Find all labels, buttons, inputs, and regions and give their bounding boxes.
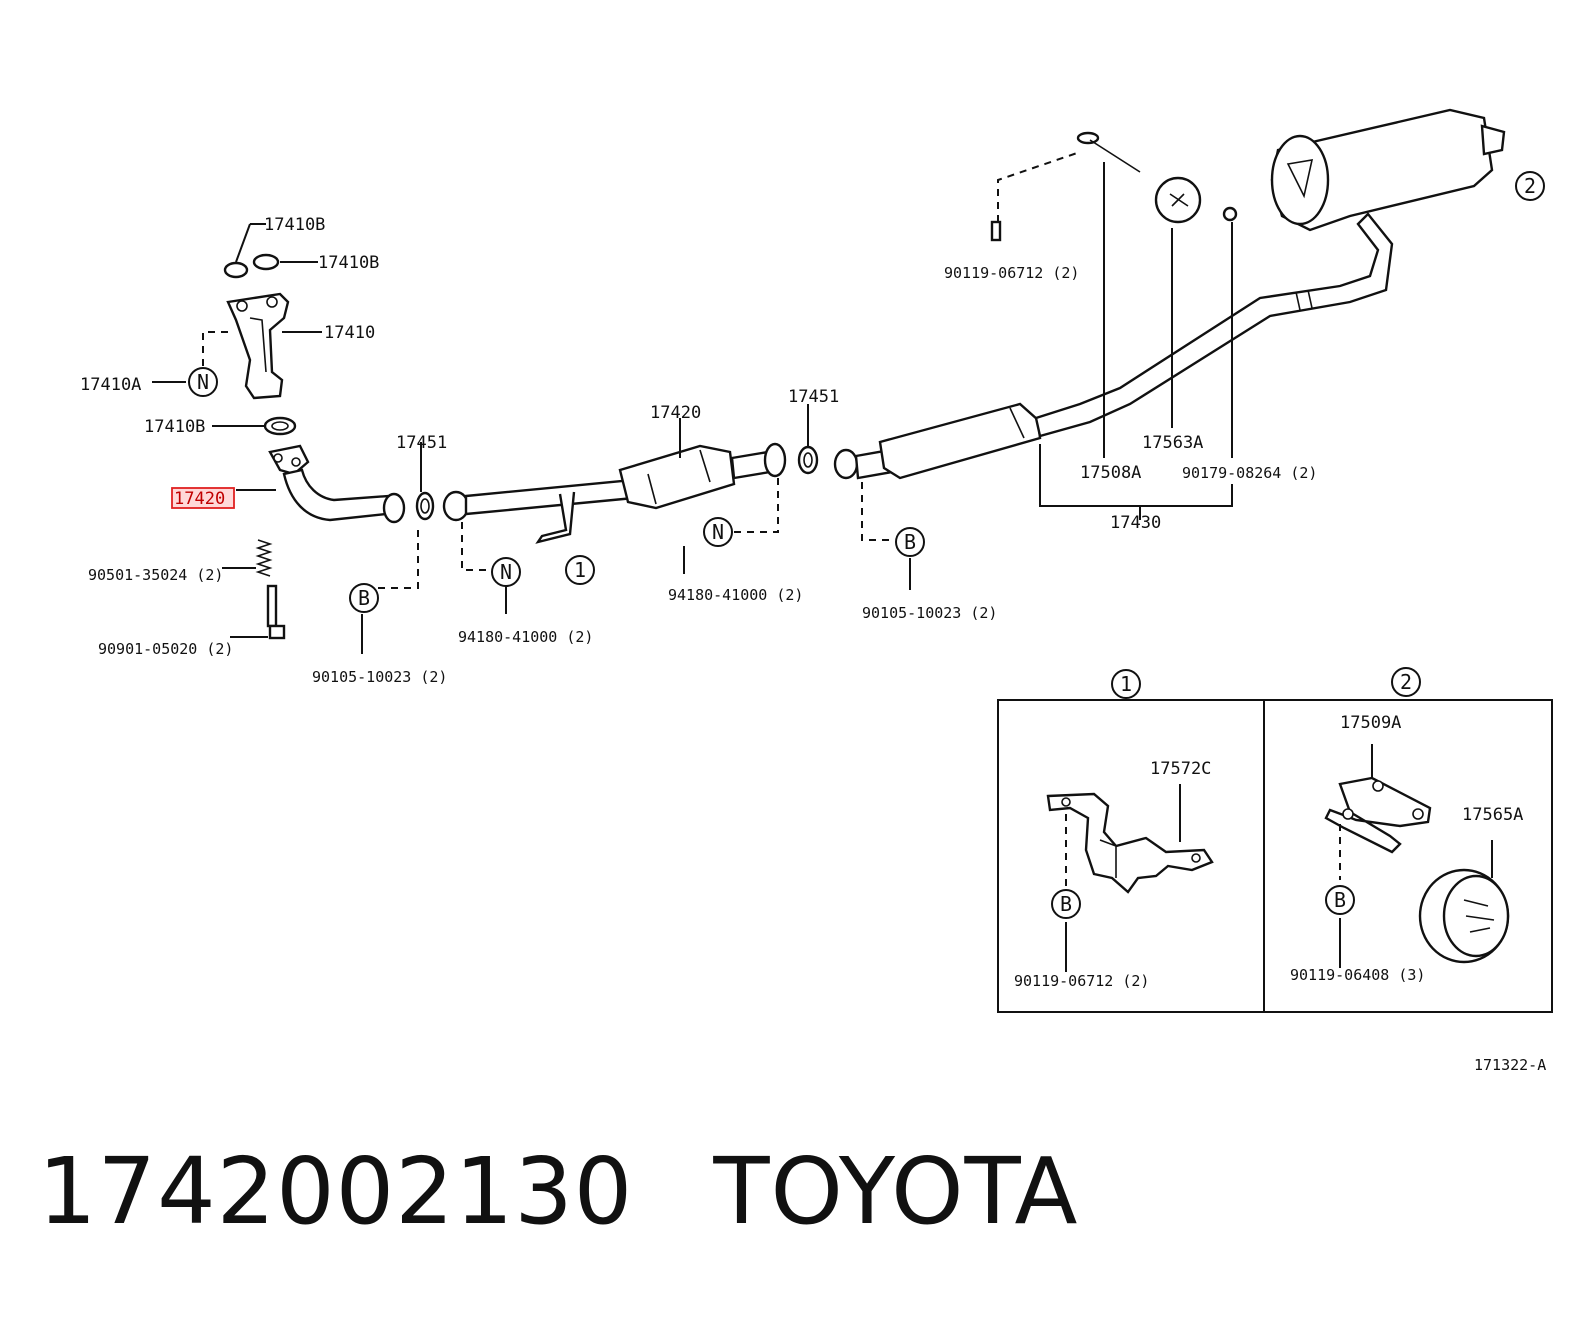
svg-text:B: B: [904, 530, 916, 554]
label-90501: 90501-35024 (2): [88, 566, 223, 584]
label-17572c: 17572C: [1150, 759, 1211, 779]
brand-name: TOYOTA: [713, 1138, 1079, 1245]
label-17430: 17430: [1110, 513, 1161, 533]
label-90179: 90179-08264 (2): [1182, 464, 1317, 482]
gasket-17410b-mid: [252, 253, 280, 271]
svg-text:N: N: [712, 520, 724, 544]
symbol-n-2: N: [491, 557, 521, 587]
svg-text:1: 1: [1120, 672, 1132, 696]
svg-text:N: N: [197, 370, 209, 394]
label-17451-a: 17451: [396, 433, 447, 453]
svg-text:1: 1: [574, 558, 586, 582]
label-17563a: 17563A: [1142, 433, 1203, 453]
label-90105-b: 90105-10023 (2): [862, 604, 997, 622]
label-94180-a: 94180-41000 (2): [458, 628, 593, 646]
svg-text:2: 2: [1524, 174, 1536, 198]
symbol-b-4: B: [1325, 885, 1355, 915]
label-17410b-top: 17410B: [264, 215, 325, 235]
detail-inset: [997, 699, 1553, 1013]
center-pipe-17420: [378, 404, 819, 589]
svg-text:B: B: [1334, 888, 1346, 912]
symbol-1-inset: 1: [1111, 669, 1141, 699]
symbol-2-inset: 2: [1391, 667, 1421, 697]
svg-text:B: B: [358, 586, 370, 610]
label-90901: 90901-05020 (2): [98, 640, 233, 658]
symbol-2-main: 2: [1515, 171, 1545, 201]
label-90119-inset1: 90119-06712 (2): [1014, 972, 1149, 990]
symbol-1-main: 1: [565, 555, 595, 585]
label-17410a: 17410A: [80, 375, 141, 395]
exhaust-manifold-17410: [226, 292, 290, 400]
label-90119-inset2: 90119-06408 (3): [1290, 966, 1425, 984]
front-pipe-17420: [236, 442, 435, 524]
label-94180-b: 94180-41000 (2): [668, 586, 803, 604]
symbol-b-3: B: [1051, 889, 1081, 919]
label-17565a: 17565A: [1462, 805, 1523, 825]
label-17451-b: 17451: [788, 387, 839, 407]
part-number: 1742002130: [38, 1138, 634, 1245]
gasket-17410b-top: [223, 261, 249, 279]
label-17420-selected[interactable]: 17420: [174, 489, 225, 509]
spring-bolt-group: [222, 539, 286, 640]
selected-part-highlight: [171, 487, 235, 509]
symbol-b-2: B: [895, 527, 925, 557]
label-90105-a: 90105-10023 (2): [312, 668, 447, 686]
symbol-b-1: B: [349, 583, 379, 613]
label-17410b-mid: 17410B: [318, 253, 379, 273]
label-17420-center: 17420: [650, 403, 701, 423]
label-17410b-low: 17410B: [144, 417, 205, 437]
tailpipe-muffler-17430: [361, 108, 1506, 654]
svg-text:N: N: [500, 560, 512, 584]
label-17508a: 17508A: [1080, 463, 1141, 483]
exhaust-diagram: N N N B B B B 1 2 1 2 17410B 17410B 1: [80, 108, 1553, 1074]
svg-text:B: B: [1060, 892, 1072, 916]
svg-text:2: 2: [1400, 670, 1412, 694]
label-17410: 17410: [324, 323, 375, 343]
symbol-n-1: N: [188, 367, 218, 397]
label-diagram-ref: 171322-A: [1474, 1056, 1546, 1074]
footer-caption: 1742002130 TOYOTA: [38, 1138, 1079, 1245]
symbol-n-3: N: [703, 517, 733, 547]
label-90119-top: 90119-06712 (2): [944, 264, 1079, 282]
label-17509a: 17509A: [1340, 713, 1401, 733]
exhaust-manifold-group: [152, 223, 322, 436]
